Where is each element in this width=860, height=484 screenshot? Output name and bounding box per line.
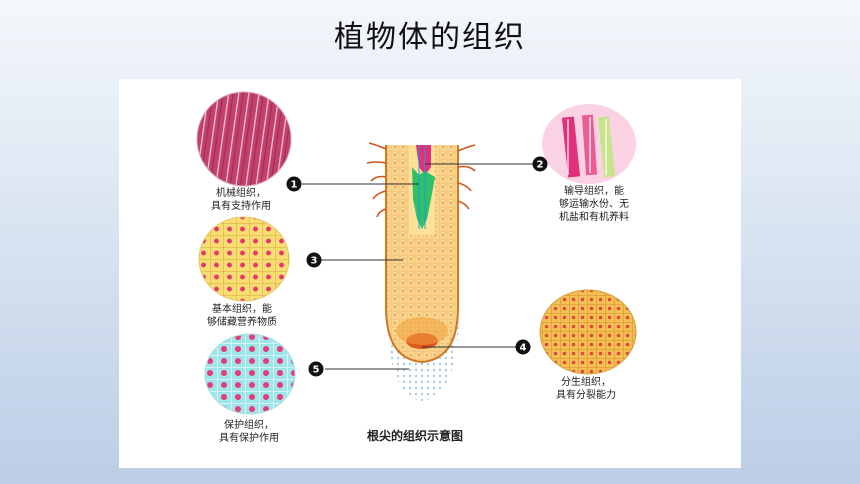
marker-3: 3 bbox=[306, 252, 322, 268]
svg-text:2: 2 bbox=[537, 160, 544, 171]
meristem-tissue-image bbox=[539, 289, 637, 375]
label-meristem-tissue: 分生组织， 具有分裂能力 bbox=[556, 377, 616, 401]
marker-2: 2 bbox=[532, 156, 548, 172]
root-tip-illustration bbox=[366, 142, 476, 401]
diagram-panel: 1 2 3 4 5 机械组织， 具有支持作用 输导组织，能 够运输水份、无 机盐… bbox=[119, 79, 741, 468]
basic-tissue-image bbox=[198, 216, 290, 302]
marker-1: 1 bbox=[286, 176, 302, 192]
label-protective-tissue: 保护组织， 具有保护作用 bbox=[219, 420, 279, 444]
svg-text:5: 5 bbox=[313, 365, 320, 376]
marker-5: 5 bbox=[308, 361, 324, 377]
figure-caption: 根尖的组织示意图 bbox=[367, 429, 464, 443]
conducting-tissue-image bbox=[542, 104, 636, 184]
label-conducting-tissue: 输导组织，能 够运输水份、无 机盐和有机养料 bbox=[559, 186, 629, 223]
mechanical-tissue-image bbox=[196, 91, 292, 187]
slide-title: 植物体的组织 bbox=[334, 20, 526, 55]
svg-text:4: 4 bbox=[520, 343, 527, 354]
marker-4: 4 bbox=[515, 339, 531, 355]
svg-text:3: 3 bbox=[311, 256, 318, 267]
label-basic-tissue: 基本组织，能 够储藏营养物质 bbox=[207, 304, 277, 328]
protective-tissue-image bbox=[204, 333, 296, 415]
label-mechanical-tissue: 机械组织， 具有支持作用 bbox=[211, 188, 271, 212]
svg-text:1: 1 bbox=[291, 180, 298, 191]
root-tip-diagram: 1 2 3 4 5 bbox=[196, 91, 637, 415]
leader-lines bbox=[302, 163, 533, 370]
